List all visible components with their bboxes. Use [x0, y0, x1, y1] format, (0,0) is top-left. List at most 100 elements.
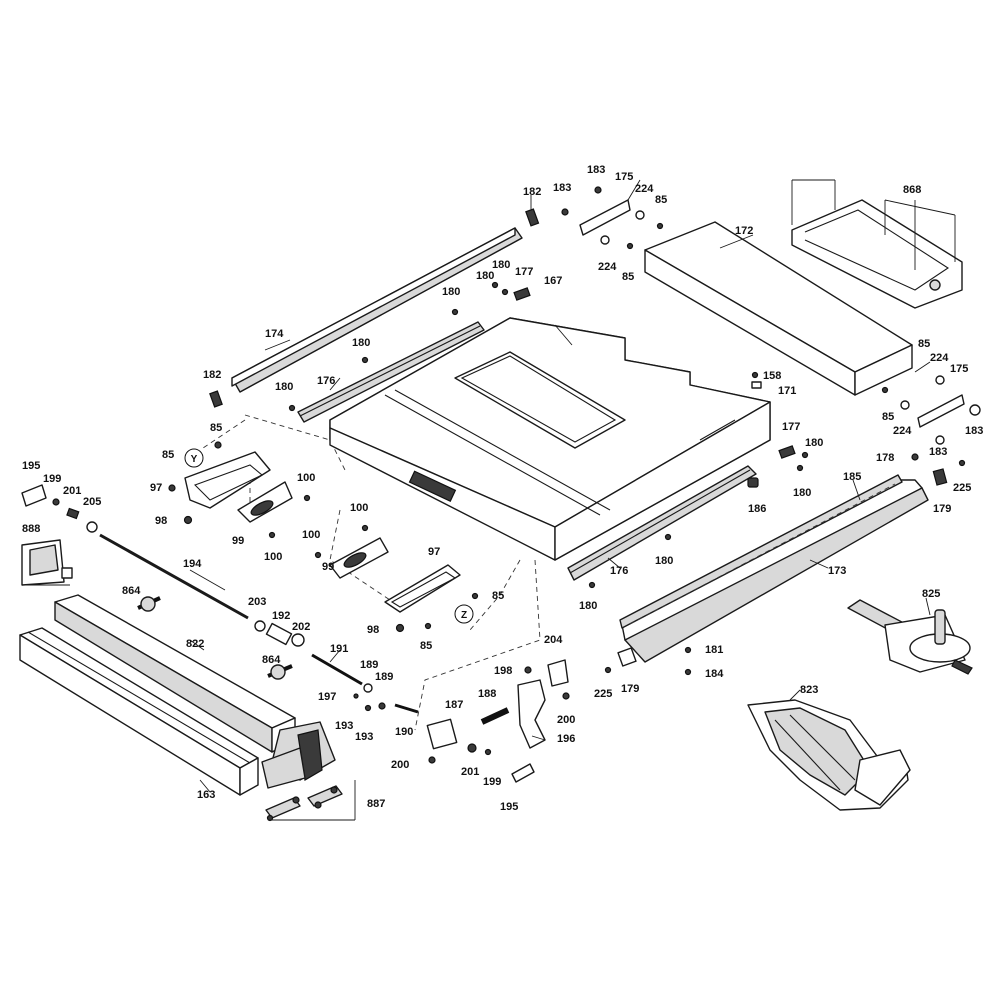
callout-179: 179 [933, 503, 951, 515]
brackets [168, 441, 479, 633]
assembly-guides [199, 414, 541, 731]
callout-864: 864 [262, 654, 281, 666]
view-markers: Y Z [184, 448, 474, 624]
callout-887: 887 [367, 798, 385, 810]
callout-180: 180 [805, 437, 823, 449]
callout-175: 175 [615, 171, 633, 183]
long-shaft [99, 533, 305, 647]
callout-180: 180 [655, 555, 673, 567]
callout-85: 85 [622, 271, 634, 283]
callout-163: 163 [197, 789, 215, 801]
callout-224: 224 [893, 425, 912, 437]
marker-z: Z [461, 610, 467, 621]
callout-193: 193 [355, 731, 373, 743]
callout-191: 191 [330, 643, 348, 655]
callout-195: 195 [22, 460, 40, 472]
callout-97: 97 [150, 482, 162, 494]
callout-864: 864 [122, 585, 141, 597]
callout-823: 823 [800, 684, 818, 696]
callout-180: 180 [476, 270, 494, 282]
callout-100: 100 [297, 472, 315, 484]
callout-180: 180 [442, 286, 460, 298]
callout-85: 85 [492, 590, 504, 602]
table-top [329, 317, 771, 561]
callout-194: 194 [183, 558, 202, 570]
callout-204: 204 [544, 634, 563, 646]
callout-199: 199 [483, 776, 501, 788]
callout-158: 158 [763, 370, 781, 382]
callout-205: 205 [83, 496, 101, 508]
callout-98: 98 [155, 515, 167, 527]
callout-85: 85 [918, 338, 930, 350]
callout-868: 868 [903, 184, 921, 196]
plate-868 [791, 179, 963, 309]
callout-189: 189 [375, 671, 393, 683]
fence-822 [54, 594, 336, 789]
callout-175: 175 [950, 363, 968, 375]
callout-200: 200 [391, 759, 409, 771]
callout-225: 225 [953, 482, 971, 494]
callout-85: 85 [882, 411, 894, 423]
callout-225: 225 [594, 688, 612, 700]
left-small-parts [21, 484, 98, 586]
callout-186: 186 [748, 503, 766, 515]
callout-183: 183 [553, 182, 571, 194]
callout-183: 183 [965, 425, 983, 437]
callout-85: 85 [210, 422, 222, 434]
callout-195: 195 [500, 801, 518, 813]
callout-173: 173 [828, 565, 846, 577]
callout-85: 85 [162, 449, 174, 461]
marker-y: Y [191, 454, 198, 465]
callout-100: 100 [350, 502, 368, 514]
callout-190: 190 [395, 726, 413, 738]
callout-197: 197 [318, 691, 336, 703]
parts-887 [265, 780, 356, 822]
callout-189: 189 [360, 659, 378, 671]
callout-176: 176 [317, 375, 335, 387]
callout-822: 822 [186, 638, 204, 650]
miter-gauge [847, 599, 973, 675]
callout-100: 100 [264, 551, 282, 563]
callout-183: 183 [929, 446, 947, 458]
callout-99: 99 [322, 561, 334, 573]
blade-guard [747, 699, 911, 811]
callout-224: 224 [635, 183, 654, 195]
front-rail [617, 468, 948, 667]
callout-85: 85 [420, 640, 432, 652]
right-small-parts [604, 646, 692, 676]
callout-180: 180 [492, 259, 510, 271]
callout-179: 179 [621, 683, 639, 695]
callout-203: 203 [248, 596, 266, 608]
callout-192: 192 [272, 610, 290, 622]
callout-180: 180 [793, 487, 811, 499]
callout-198: 198 [494, 665, 512, 677]
callout-167: 167 [544, 275, 562, 287]
callout-185: 185 [843, 471, 861, 483]
callout-201: 201 [63, 485, 81, 497]
callout-85: 85 [655, 194, 667, 206]
callout-182: 182 [523, 186, 541, 198]
callout-172: 172 [735, 225, 753, 237]
callout-99: 99 [232, 535, 244, 547]
callout-177: 177 [515, 266, 533, 278]
fence-163 [19, 627, 259, 796]
callout-178: 178 [876, 452, 894, 464]
callout-182: 182 [203, 369, 221, 381]
callout-825: 825 [922, 588, 940, 600]
callout-176: 176 [610, 565, 628, 577]
callout-180: 180 [275, 381, 293, 393]
callout-193: 193 [335, 720, 353, 732]
extension-table [644, 221, 913, 396]
callout-171: 171 [778, 385, 796, 397]
callout-200: 200 [557, 714, 575, 726]
callout-97: 97 [428, 546, 440, 558]
callout-196: 196 [557, 733, 575, 745]
callout-181: 181 [705, 644, 723, 656]
callout-187: 187 [445, 699, 463, 711]
callout-202: 202 [292, 621, 310, 633]
callout-184: 184 [705, 668, 724, 680]
rod-191 [311, 653, 458, 764]
callout-199: 199 [43, 473, 61, 485]
